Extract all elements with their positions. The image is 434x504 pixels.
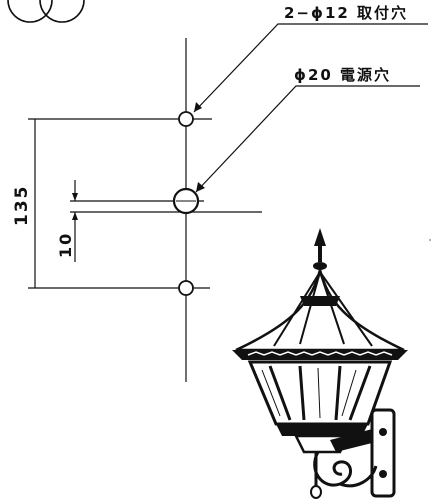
lantern-finial — [314, 228, 326, 262]
lantern-eave — [232, 350, 408, 360]
stray-dot-2 — [429, 239, 431, 241]
dim-10-arrow-lower — [72, 212, 78, 220]
dim-135-label: 135 — [12, 185, 32, 227]
power-hole-leader-arrow — [196, 182, 205, 192]
top-mount-hole — [178, 111, 194, 127]
lantern-roof-crown — [300, 296, 340, 306]
lantern-roof-ribs — [273, 271, 373, 347]
lantern-eave-pattern — [247, 351, 393, 356]
dim-10-arrow-upper — [72, 193, 78, 201]
lantern-wall-plate — [370, 408, 396, 498]
wall-lantern-icon — [232, 228, 408, 499]
lantern-drop-knob — [310, 485, 322, 499]
bottom-mount-hole — [178, 280, 194, 296]
corner-arc — [7, 0, 85, 23]
lantern-scroll-arm — [339, 465, 378, 488]
mount-hole-leader-arrow — [194, 102, 202, 112]
lantern-scroll — [313, 451, 352, 487]
lantern-plate-screw-bottom — [379, 470, 387, 478]
power-hole-leader — [195, 85, 420, 193]
power-hole-label: ϕ20 電源穴 — [294, 66, 391, 84]
lantern-roof — [235, 265, 405, 352]
mount-holes-label: 2−ϕ12 取付穴 — [284, 4, 408, 22]
dim-10-label: 10 — [56, 232, 75, 258]
lantern-glass-panels — [268, 365, 372, 421]
lantern-plate-screw-top — [379, 428, 387, 436]
lantern-bottom — [276, 424, 368, 436]
lantern-glass-shading — [261, 367, 357, 419]
mount-hole-leader — [193, 23, 428, 113]
